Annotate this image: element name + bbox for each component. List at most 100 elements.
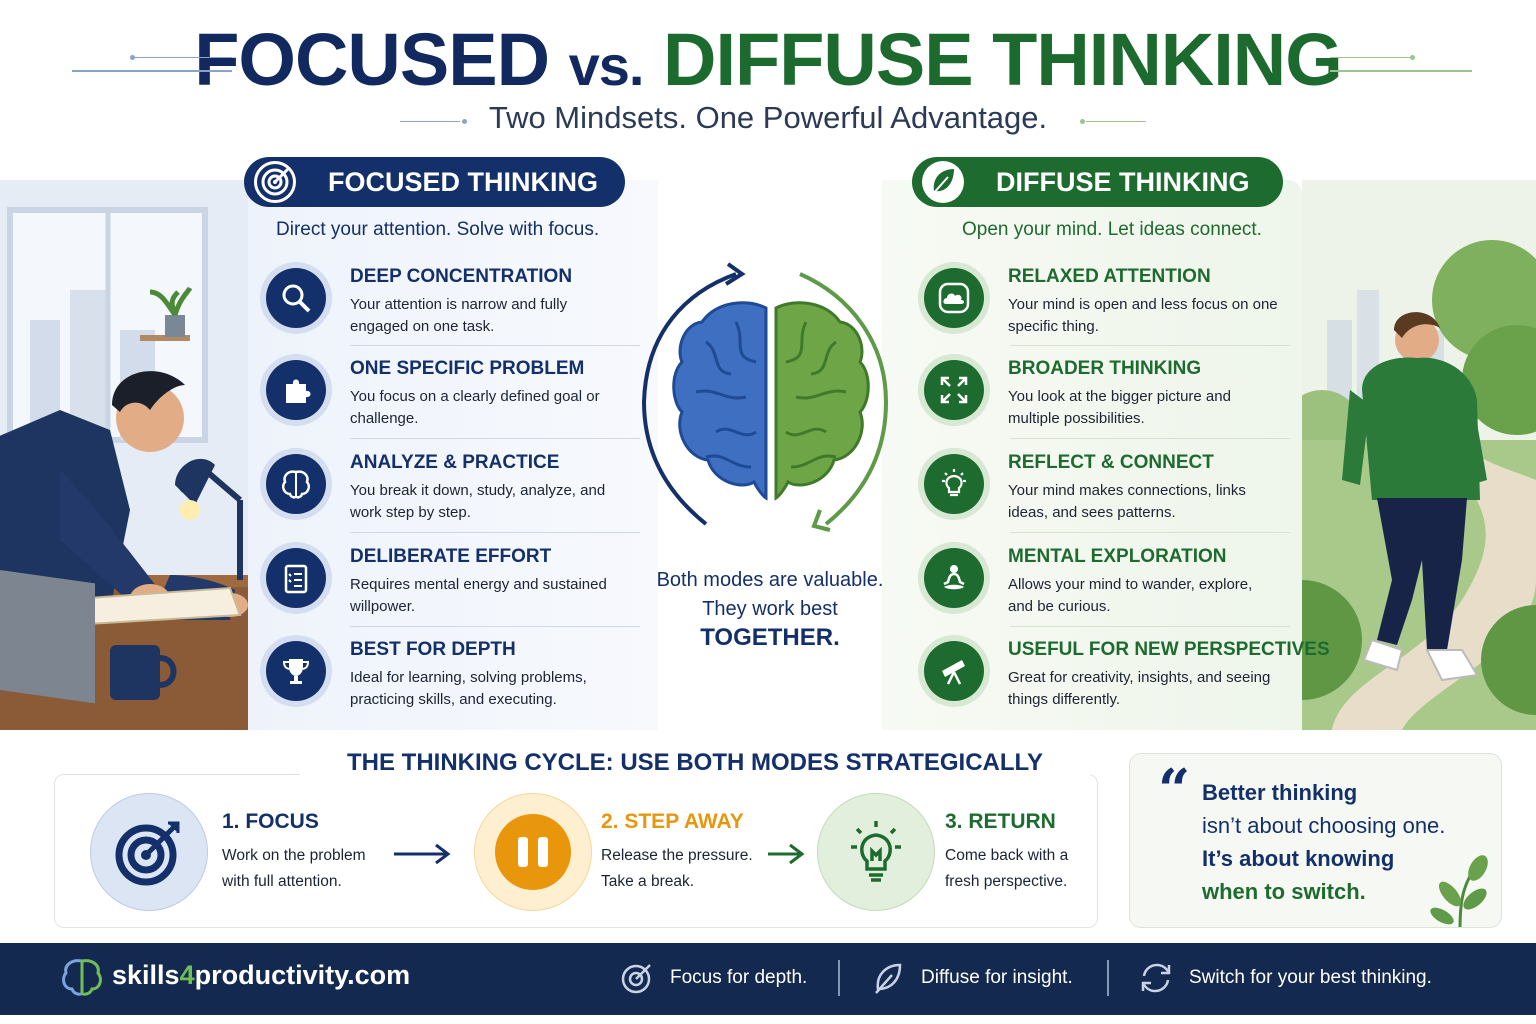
title-divider-left [132, 57, 232, 58]
quote-card [1129, 753, 1502, 928]
divider [1010, 626, 1290, 627]
footer-switch-text: Switch for your best thinking. [1189, 967, 1432, 988]
arrow-right-icon [392, 842, 452, 871]
diffuse-item-desc: Great for creativity, insights, and seei… [1008, 669, 1271, 708]
diffuse-heading-text: DIFFUSE THINKING [996, 167, 1250, 197]
footer-focus-text: Focus for depth. [670, 967, 808, 988]
subtitle: Two Mindsets. One Powerful Advantage. [488, 100, 1048, 135]
step-return-desc: Come back with a fresh perspective. [945, 843, 1068, 895]
page-title: FOCUSED vs. DIFFUSE THINKING [0, 18, 1536, 108]
diffuse-item-desc: Allows your mind to wander, explore, and… [1008, 576, 1253, 615]
site-name-number: 4 [179, 960, 195, 990]
focused-tagline: Direct your attention. Solve with focus. [276, 219, 600, 240]
step-return-line-1: Come back with a [945, 847, 1069, 864]
diffuse-item-title: REFLECT & CONNECT [1008, 452, 1214, 473]
diffuse-tagline: Open your mind. Let ideas connect. [962, 219, 1262, 240]
checklist-icon [260, 542, 332, 614]
focused-item-title: DEEP CONCENTRATION [350, 266, 573, 287]
brain-illustration [636, 262, 896, 552]
quote-line-2: isn’t about choosing one. [1202, 813, 1446, 838]
divider [1010, 345, 1290, 346]
cycle-title: THE THINKING CYCLE: USE BOTH MODES STRAT… [300, 749, 1090, 777]
target-icon [254, 161, 296, 203]
step-focus-line-2: with full attention. [222, 873, 342, 890]
title-diffuse: DIFFUSE THINKING [663, 18, 1343, 101]
diffuse-item-title: MENTAL EXPLORATION [1008, 546, 1227, 567]
focused-item-desc: You break it down, study, analyze, and w… [350, 482, 606, 521]
diffuse-item-desc: Your mind is open and less focus on one … [1008, 296, 1278, 335]
focused-item-desc: Your attention is narrow and fully engag… [350, 296, 568, 335]
target-icon [620, 961, 654, 1000]
puzzle-icon [260, 354, 332, 426]
center-message: Both modes are valuable. They work best [640, 566, 900, 624]
site-name-part: skills [112, 960, 180, 990]
title-vs: vs. [568, 34, 645, 97]
title-divider-left [72, 70, 232, 72]
telescope-icon [918, 635, 990, 707]
decor-dot [462, 119, 467, 124]
quote-line-4: when to switch. [1202, 879, 1366, 904]
brain-logo-icon [60, 957, 104, 1004]
focused-item-desc: Requires mental energy and sustained wil… [350, 576, 607, 615]
focused-item-title: ANALYZE & PRACTICE [350, 452, 560, 473]
divider [350, 626, 640, 627]
cloud-icon [918, 262, 990, 334]
leaf-icon [922, 161, 964, 203]
diffuse-item-title: USEFUL FOR NEW PERSPECTIVES [1008, 639, 1330, 660]
focused-item-title: BEST FOR DEPTH [350, 639, 516, 660]
step-focus-desc: Work on the problem with full attention. [222, 843, 366, 895]
decor-dot [1410, 55, 1415, 60]
lightbulb-icon [918, 448, 990, 520]
site-name-part: productivity.com [194, 960, 411, 990]
brain-icon [260, 448, 332, 520]
footer-bar [0, 943, 1536, 1015]
step-return-title: 3. RETURN [945, 810, 1056, 833]
focused-heading: FOCUSED THINKING [244, 157, 625, 207]
cycle-arrows-icon [1139, 961, 1173, 1000]
diffuse-item-title: RELAXED ATTENTION [1008, 266, 1211, 287]
pause-icon [474, 793, 592, 911]
magnifier-icon [260, 262, 332, 334]
decor-dot [1080, 119, 1085, 124]
quote-line-1: Better thinking [1202, 780, 1358, 805]
studying-person-illustration [0, 180, 248, 730]
divider [350, 438, 640, 439]
step-away-line-1: Release the pressure. [601, 847, 753, 864]
center-together: TOGETHER. [700, 624, 840, 651]
footer-divider [1107, 960, 1109, 996]
step-return-line-2: fresh perspective. [945, 873, 1068, 890]
diffuse-heading: DIFFUSE THINKING [912, 157, 1283, 207]
target-icon [90, 793, 208, 911]
meditation-icon [918, 542, 990, 614]
diffuse-item-desc: Your mind makes connections, links ideas… [1008, 482, 1246, 521]
title-divider-right [1330, 70, 1472, 72]
quote-line-3: It’s about knowing [1202, 846, 1395, 871]
focused-item-title: DELIBERATE EFFORT [350, 546, 552, 567]
divider [350, 345, 640, 346]
footer-site-name[interactable]: skills4productivity.com [112, 960, 410, 991]
arrow-right-icon [766, 842, 806, 871]
lightbulb-icon [817, 793, 935, 911]
divider [1010, 532, 1290, 533]
diffuse-item-desc: You look at the bigger picture and multi… [1008, 388, 1231, 427]
subtitle-divider-left [400, 121, 460, 122]
focused-item-desc: You focus on a clearly defined goal or c… [350, 388, 600, 427]
subtitle-divider-right [1086, 121, 1146, 122]
focused-heading-text: FOCUSED THINKING [328, 167, 598, 197]
step-focus-title: 1. FOCUS [222, 810, 319, 833]
focused-item-desc: Ideal for learning, solving problems, pr… [350, 669, 587, 708]
focused-item-title: ONE SPECIFIC PROBLEM [350, 358, 585, 379]
quote-mark-icon: “ [1158, 757, 1191, 823]
diffuse-item-title: BROADER THINKING [1008, 358, 1202, 379]
step-focus-line-1: Work on the problem [222, 847, 366, 864]
plant-icon [1430, 855, 1488, 927]
step-away-line-2: Take a break. [601, 873, 695, 890]
title-focused: FOCUSED [194, 18, 550, 101]
center-line-1: Both modes are valuable. [656, 569, 884, 591]
expand-arrows-icon [918, 354, 990, 426]
step-away-desc: Release the pressure. Take a break. [601, 843, 753, 895]
step-away-title: 2. STEP AWAY [601, 810, 744, 833]
center-line-2: They work best [702, 598, 838, 620]
footer-divider [838, 960, 840, 996]
divider [350, 532, 640, 533]
